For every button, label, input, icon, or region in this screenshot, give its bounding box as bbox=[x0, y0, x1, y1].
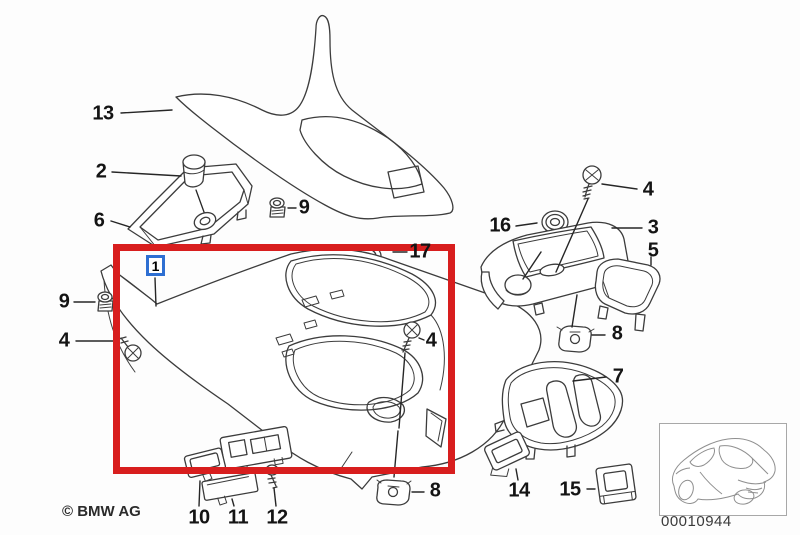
part-label-5[interactable]: 5 bbox=[647, 239, 659, 262]
vehicle-thumbnail-box bbox=[659, 423, 787, 516]
part-11-cover-drawing bbox=[202, 472, 260, 507]
part-label-4-left[interactable]: 4 bbox=[58, 329, 70, 352]
leader-4-right bbox=[602, 184, 637, 189]
copyright-text: © BMW AG bbox=[62, 503, 141, 520]
part-label-17[interactable]: 17 bbox=[409, 240, 431, 263]
part-4-mid-screw-drawing bbox=[402, 322, 420, 352]
part-label-7[interactable]: 7 bbox=[612, 365, 624, 388]
leader-lines bbox=[74, 110, 651, 506]
part-label-8-right[interactable]: 8 bbox=[611, 322, 623, 345]
part-3-housing-drawing bbox=[481, 222, 628, 315]
leader-14 bbox=[516, 469, 518, 480]
part-label-11[interactable]: 11 bbox=[227, 506, 249, 529]
part-4-left-screw-drawing bbox=[119, 337, 141, 361]
leader-10 bbox=[199, 481, 200, 506]
part-label-8-bottom[interactable]: 8 bbox=[429, 479, 441, 502]
leader-16 bbox=[516, 223, 537, 226]
part-label-3[interactable]: 3 bbox=[647, 216, 659, 239]
part-label-9-left[interactable]: 9 bbox=[58, 290, 70, 313]
part-label-4-mid[interactable]: 4 bbox=[425, 329, 437, 352]
part-6-ashtray-drawing bbox=[128, 164, 252, 247]
leader-2 bbox=[112, 172, 181, 176]
part-label-15[interactable]: 15 bbox=[559, 478, 581, 501]
part-label-10[interactable]: 10 bbox=[188, 506, 210, 529]
part-13-trim-drawing bbox=[176, 16, 453, 219]
highlight-box bbox=[113, 244, 455, 474]
leader-11 bbox=[232, 499, 234, 506]
leader-16-to-hole bbox=[523, 252, 541, 279]
part-2-lighter-knob-drawing bbox=[183, 155, 205, 212]
part-label-16[interactable]: 16 bbox=[489, 214, 511, 237]
part-label-6[interactable]: 6 bbox=[93, 209, 105, 232]
part-label-9-top[interactable]: 9 bbox=[298, 196, 310, 219]
part-1-center-console-drawing bbox=[101, 249, 541, 489]
leader-4-right-to-well bbox=[556, 199, 588, 272]
leader-1 bbox=[155, 278, 156, 306]
part-label-4-right[interactable]: 4 bbox=[642, 178, 654, 201]
part-9-top-clip-drawing bbox=[270, 198, 285, 217]
part-8-right-clamp-drawing bbox=[557, 326, 594, 352]
part-5-tray-drawing bbox=[595, 259, 660, 331]
diagram-id: 00010944 bbox=[661, 513, 732, 530]
part-label-14[interactable]: 14 bbox=[508, 479, 530, 502]
part-label-1-highlighted[interactable]: 1 bbox=[146, 255, 165, 276]
part-label-12[interactable]: 12 bbox=[266, 506, 288, 529]
leader-13 bbox=[121, 110, 172, 113]
part-7-plate-drawing bbox=[495, 362, 622, 459]
leader-12 bbox=[274, 488, 276, 506]
leader-housing-to-clamp bbox=[572, 295, 577, 327]
part-4-top-right-screw-drawing bbox=[583, 166, 601, 199]
leader-6 bbox=[111, 221, 130, 227]
part-label-2[interactable]: 2 bbox=[95, 160, 107, 183]
leader-4-mid bbox=[419, 338, 424, 340]
part-label-13[interactable]: 13 bbox=[92, 102, 114, 125]
part-9-left-clip-drawing bbox=[98, 292, 113, 311]
part-8-bottom-clamp-drawing bbox=[377, 480, 411, 505]
leader-7 bbox=[573, 377, 606, 381]
part-14-insert-drawing bbox=[479, 431, 535, 483]
part-15-housing-drawing bbox=[596, 464, 637, 505]
vehicle-outline-icon bbox=[671, 438, 776, 505]
